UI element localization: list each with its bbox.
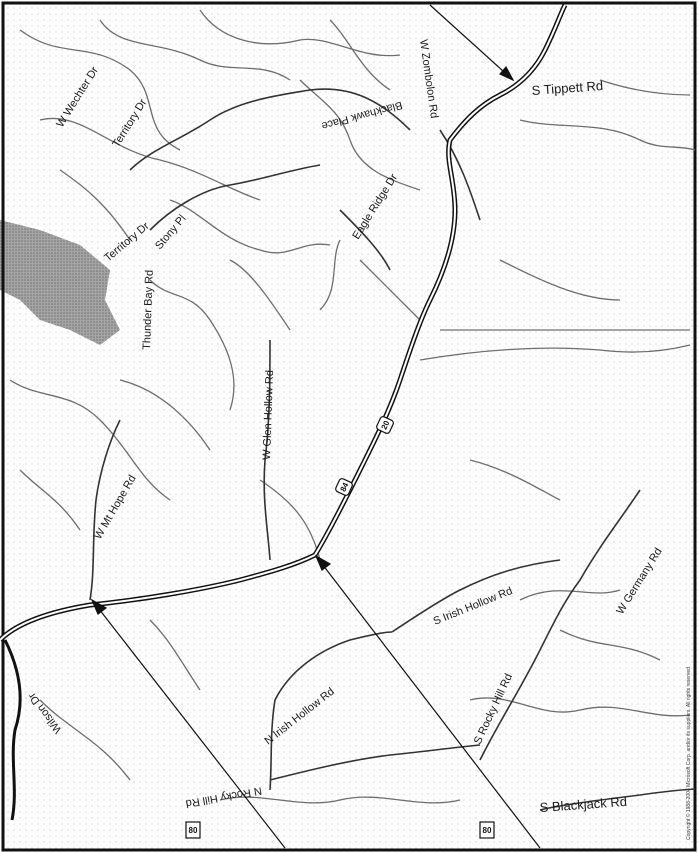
arrow-tippett bbox=[429, 4, 514, 81]
arrow-junction bbox=[315, 555, 541, 849]
minor-roads bbox=[9, 9, 696, 804]
route-shield-20: 20 bbox=[376, 416, 394, 434]
svg-text:20: 20 bbox=[379, 419, 391, 431]
copyright-text: Copyright © 1988-2004 Microsoft Corp. an… bbox=[685, 666, 692, 840]
route-shield-80-west: 80 bbox=[185, 821, 201, 839]
svg-text:84: 84 bbox=[338, 481, 350, 493]
route-shield-80-east: 80 bbox=[479, 821, 495, 839]
road-label-thunder-bay: Thunder Bay Rd bbox=[141, 270, 156, 350]
highway bbox=[0, 3, 568, 821]
road-label-blackjack: S Blackjack Rd bbox=[539, 794, 627, 815]
svg-text:80: 80 bbox=[189, 826, 198, 835]
local-roads bbox=[89, 88, 696, 811]
arrow-west bbox=[91, 599, 286, 849]
road-label-tippett: S Tippett Rd bbox=[531, 78, 603, 98]
dark-terrain-area bbox=[0, 220, 120, 345]
route-shield-84: 84 bbox=[335, 478, 353, 496]
annotation-arrows bbox=[90, 4, 541, 849]
arrow-head-icon bbox=[499, 65, 515, 82]
arrow-head-icon bbox=[90, 598, 108, 615]
svg-text:80: 80 bbox=[483, 826, 492, 835]
road-label-glen-hollow: W Glen Hollow Rd bbox=[261, 370, 276, 460]
arrow-head-icon bbox=[314, 554, 332, 571]
